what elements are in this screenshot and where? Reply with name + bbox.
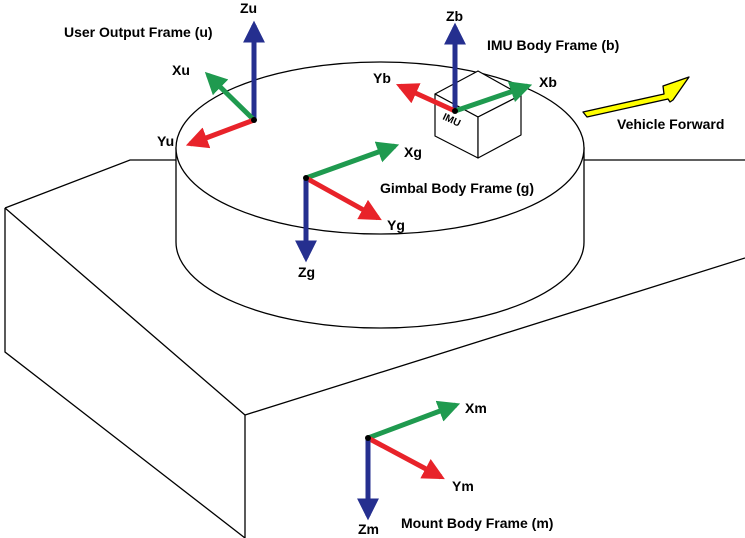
mount-box [4, 159, 745, 538]
vehicle-forward-label: Vehicle Forward [617, 116, 724, 132]
user-x-axis [204, 71, 256, 122]
user-origin [251, 117, 257, 123]
mount-z-label: Zm [358, 521, 379, 537]
gimbal-z-label: Zg [298, 264, 315, 280]
user-y-label: Yu [157, 133, 174, 149]
mount-frame-title: Mount Body Frame (m) [401, 515, 553, 531]
gimbal-x-axis [305, 141, 400, 181]
mount-frame-axes [356, 400, 461, 521]
imu-y-axis [395, 83, 457, 114]
gimbal-frame-title: Gimbal Body Frame (g) [380, 180, 534, 196]
imu-frame-axes [395, 22, 533, 114]
imu-y-label: Yb [373, 70, 391, 86]
imu-x-axis [454, 81, 533, 114]
vehicle-forward-arrow [582, 76, 690, 118]
gimbal-y-label: Yg [387, 217, 405, 233]
user-frame-title: User Output Frame (u) [64, 24, 213, 40]
mount-y-label: Ym [452, 478, 474, 494]
user-x-label: Xu [172, 62, 190, 78]
mount-x-axis [367, 400, 461, 441]
gimbal-y-axis [304, 175, 382, 221]
imu-frame-title: IMU Body Frame (b) [487, 37, 619, 53]
gimbal-x-label: Xg [404, 144, 422, 160]
gimbal-origin [303, 175, 309, 181]
user-z-label: Zu [240, 0, 257, 16]
mount-origin [365, 435, 371, 441]
imu-origin [452, 108, 458, 114]
mount-y-axis [366, 435, 445, 480]
imu-x-label: Xb [539, 74, 557, 90]
forward-arrow-icon [582, 76, 690, 118]
gimbal-frame-axes [294, 141, 400, 263]
imu-z-label: Zb [446, 8, 463, 24]
mount-x-label: Xm [465, 400, 487, 416]
mount-box-outline [4, 159, 745, 538]
user-frame-axes [185, 20, 266, 149]
user-y-axis [185, 117, 255, 149]
imu-box-side [477, 94, 522, 159]
